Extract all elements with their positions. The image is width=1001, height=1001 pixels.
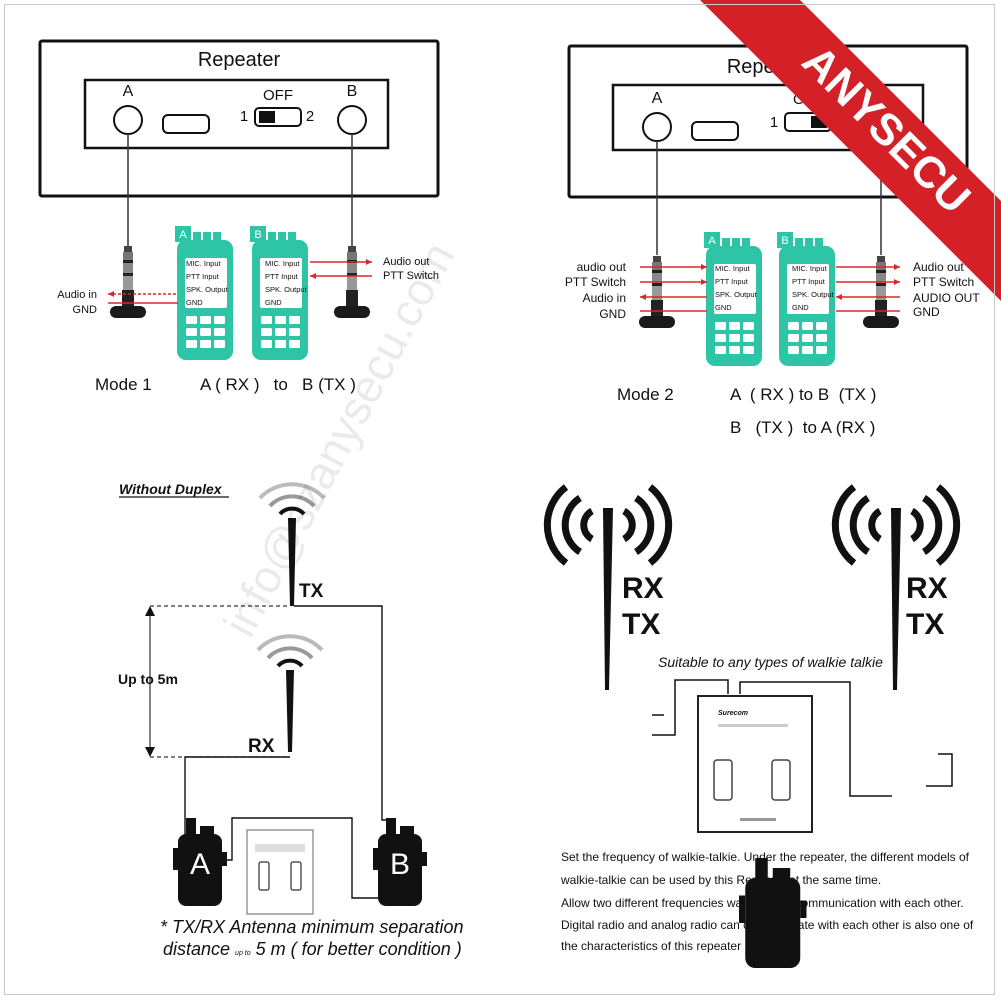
left-jack-audio-in: Audio in: [57, 289, 97, 301]
right-antenna: [891, 508, 901, 690]
switch-2-label: 2: [306, 108, 314, 125]
description-line-2: walkie-talkie can be used by this Repeat…: [560, 873, 881, 887]
duplex-radio-b-letter: B: [896, 733, 916, 766]
mini-repeater: [246, 829, 314, 915]
port-a-label-2: A: [652, 90, 663, 107]
left-jack-gnd: GND: [73, 304, 98, 316]
radio-b-label-gnd: GND: [265, 298, 282, 307]
tx-antenna: [288, 518, 296, 606]
mode2-caption-route2: B (TX ) to A (RX ): [730, 418, 875, 437]
product-brand: Surecom: [718, 710, 748, 717]
mode1-caption-mode: Mode 1: [95, 375, 152, 394]
port-a-label: A: [123, 83, 134, 100]
usb-port: [162, 114, 210, 134]
mode2-diagram: Repeater A OFF 1 2 B A MIC. Input PTT In…: [565, 44, 980, 437]
repeater-box: [38, 39, 440, 198]
right-rx: RX: [906, 572, 948, 605]
left-audio-jack: [110, 246, 146, 318]
radio-a2-label-ptt: PTT Input: [715, 277, 749, 286]
note-line1: * TX/RX Antenna minimum separation: [160, 917, 463, 937]
left-tx: TX: [622, 608, 660, 641]
without-duplex-diagram: Without Duplex TX RX Up to 5m A B: [118, 481, 463, 959]
description-line-3: Allow two different frequencies walkie-t…: [561, 896, 964, 910]
port-b-label: B: [347, 83, 358, 100]
radio-a2-label-mic: MIC. Input: [715, 264, 751, 273]
svg-text:A: A: [179, 229, 187, 241]
rx-antenna-waves: [256, 634, 324, 668]
mode1-diagram: Repeater A OFF 1 2 B A MIC. Input PTT In…: [38, 39, 440, 394]
svg-text:B: B: [781, 235, 788, 247]
radio-b-label-spk: SPK. Output: [265, 285, 308, 294]
right-wave-left: [835, 487, 880, 563]
radio-b2-label-ptt: PTT Input: [792, 277, 826, 286]
left-antenna: [603, 508, 613, 690]
right-jack-ptt: PTT Switch: [383, 270, 439, 282]
m2-right-gnd: GND: [913, 305, 940, 319]
radio-b2-label-gnd: GND: [792, 303, 809, 312]
radio-b-label-ptt: PTT Input: [265, 272, 299, 281]
usb-port-2: [691, 121, 739, 141]
svg-text:A: A: [708, 235, 716, 247]
right-tx: TX: [906, 608, 944, 641]
port-b-jack: [337, 105, 367, 135]
radio-b2-label-spk: SPK. Output: [792, 290, 835, 299]
left-wave-left: [547, 487, 592, 563]
right-audio-jack: [334, 246, 370, 318]
m2-right-audio-out-caps: AUDIO OUT: [913, 291, 980, 305]
port-a-jack: [113, 105, 143, 135]
description-line-5: the characteristics of this repeater: [561, 939, 741, 953]
switch-off-label: OFF: [263, 87, 293, 104]
without-duplex-title: Without Duplex: [119, 481, 223, 497]
radio-b-letter: B: [390, 848, 410, 881]
radio-a2-label-spk: SPK. Output: [715, 290, 758, 299]
switch-1-label: 1: [240, 108, 248, 125]
repeater-panel: [83, 78, 390, 150]
banner-text: ANYSECU: [793, 36, 980, 223]
right-jack-audio-out: Audio out: [383, 256, 429, 268]
m2-left-gnd: GND: [599, 307, 626, 321]
repeater-product-box: Surecom: [697, 695, 813, 833]
rx-antenna: [286, 670, 294, 752]
mode1-caption-route: A ( RX ) to B (TX ): [200, 375, 356, 394]
svg-text:B: B: [254, 229, 261, 241]
switch-1-label-2: 1: [770, 114, 778, 131]
description-line-1: Set the frequency of walkie-talkie. Unde…: [561, 850, 970, 864]
repeater-title: Repeater: [198, 49, 281, 71]
switch-knob: [259, 111, 275, 123]
duplex-radio-a-letter: A: [610, 723, 630, 756]
radio-a-2: [706, 232, 762, 366]
m2-left-ptt: PTT Switch: [565, 275, 626, 289]
radio-a-label-gnd: GND: [186, 298, 203, 307]
radio-a-label-mic: MIC. Input: [186, 259, 222, 268]
duplex-diagram: RX TX RX TX Suitable to any types of wal…: [547, 487, 974, 968]
radio-b-2: [779, 232, 835, 366]
right-wave-right: [912, 487, 957, 563]
m2-right-ptt: PTT Switch: [913, 275, 974, 289]
radio-b2-label-mic: MIC. Input: [792, 264, 828, 273]
mode2-caption-route1: A ( RX ) to B (TX ): [730, 385, 876, 404]
suitable-label: Suitable to any types of walkie talkie: [658, 654, 883, 670]
left-rx: RX: [622, 572, 664, 605]
mode2-caption-mode: Mode 2: [617, 385, 674, 404]
m2-left-audio-out: audio out: [577, 260, 627, 274]
radio-b-label-mic: MIC. Input: [265, 259, 301, 268]
tx-label: TX: [299, 581, 324, 602]
radio-a-label-spk: SPK. Output: [186, 285, 229, 294]
distance-label: Up to 5m: [118, 671, 178, 687]
rx-label: RX: [248, 736, 275, 757]
description-line-4: Digital radio and analog radio can commu…: [561, 918, 974, 932]
repeater-panel-2: [611, 83, 925, 152]
m2-left-audio-in: Audio in: [583, 291, 626, 305]
radio-a2-label-gnd: GND: [715, 303, 732, 312]
port-a-jack-2: [642, 112, 672, 142]
radio-a-label-ptt: PTT Input: [186, 272, 220, 281]
m2-right-audio-out: Audio out: [913, 260, 964, 274]
mode-switch: [254, 107, 302, 127]
watermark: info@szanysecu.com: [213, 234, 464, 645]
note-line2: distance up to 5 m ( for better conditio…: [163, 939, 462, 959]
left-wave-right: [624, 487, 669, 563]
radio-a-letter: A: [190, 848, 210, 881]
